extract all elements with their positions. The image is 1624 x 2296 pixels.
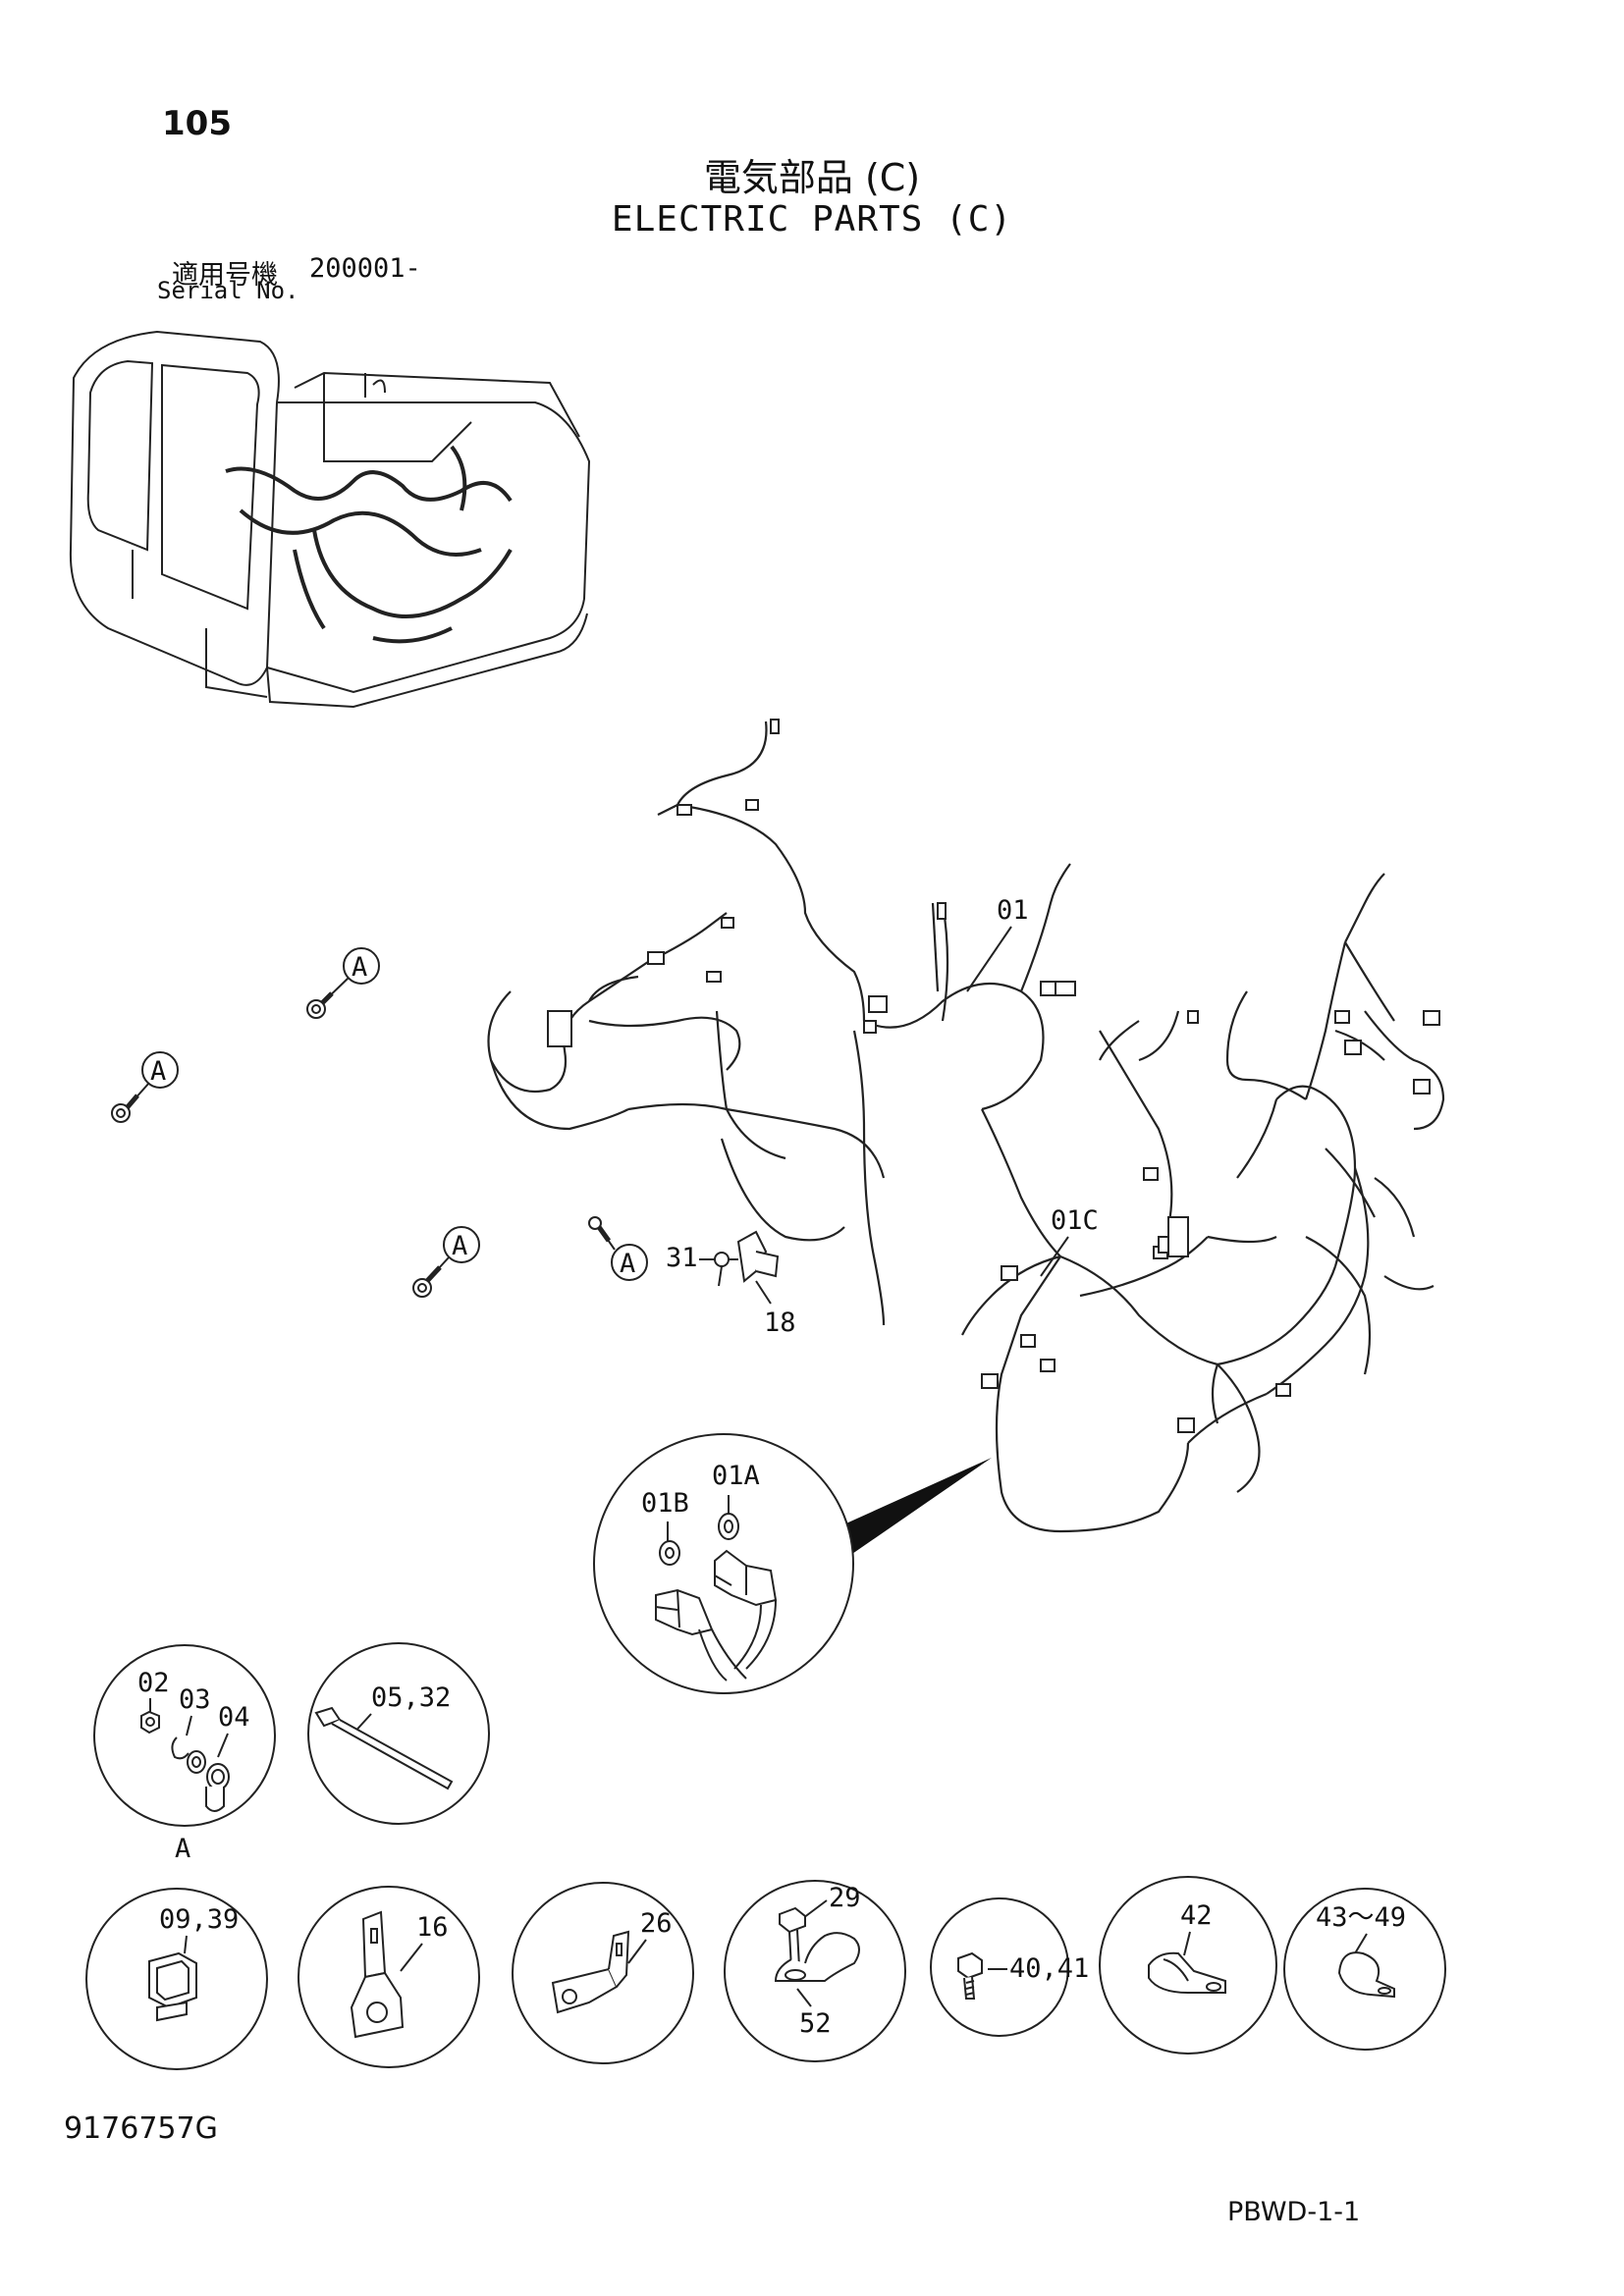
detail-01a-01b: 01B 01A	[593, 1433, 992, 1694]
view-a-label: A	[175, 1834, 190, 1864]
detail-circle-clamp-42: 42	[1099, 1876, 1277, 2055]
serial-number-range: 200001-	[309, 253, 421, 284]
machine-overview-illustration	[69, 330, 591, 709]
svg-text:A: A	[452, 1231, 467, 1261]
callout-part-18: 18	[764, 1308, 796, 1338]
callout-part-40-41: 40,41	[1009, 1953, 1089, 1984]
detail-circle-bracket-26: 26	[512, 1882, 694, 2064]
callout-part-05-32: 05,32	[371, 1682, 451, 1713]
callout-part-01a: 01A	[712, 1461, 760, 1491]
callout-part-42: 42	[1180, 1900, 1213, 1931]
callout-part-09-39: 09,39	[159, 1904, 239, 1935]
callout-part-02: 02	[137, 1668, 170, 1698]
callout-part-31: 31	[666, 1243, 698, 1273]
detail-circle-a-washers: 02 03 04 A	[93, 1644, 276, 1864]
detail-circle-cable-tie: 05,32	[307, 1642, 490, 1825]
svg-text:A: A	[620, 1249, 635, 1279]
detail-circle-bolt-40-41: 40,41	[930, 1897, 1089, 2037]
callout-part-01: 01	[997, 895, 1029, 926]
callout-part-29: 29	[829, 1883, 861, 1913]
harness-connectors	[547, 719, 1440, 1433]
page-title: ELECTRIC PARTS (C)	[611, 199, 1013, 240]
view-a-marker-1: A	[306, 947, 380, 1019]
callout-part-01b: 01B	[641, 1488, 689, 1519]
callout-part-43-49: 43～49	[1316, 1902, 1406, 1933]
callout-part-26: 26	[640, 1908, 673, 1939]
callout-part-01c: 01C	[1051, 1205, 1099, 1236]
drawing-number: 9176757G	[64, 2111, 218, 2146]
svg-text:A: A	[352, 952, 367, 983]
callout-part-03: 03	[179, 1684, 211, 1715]
callout-part-04: 04	[218, 1702, 250, 1733]
serial-label-japanese: 適用号機	[172, 260, 278, 291]
detail-circle-bracket-16: 16	[298, 1886, 480, 2068]
svg-text:A: A	[150, 1056, 166, 1087]
detail-circle-clamp-29-52: 29 52	[724, 1880, 906, 2062]
serial-label: Serial No.	[157, 277, 299, 304]
callout-part-52: 52	[799, 2008, 832, 2039]
bracket-18-part	[718, 1230, 780, 1287]
bolt-31-part	[714, 1252, 738, 1267]
page-title-japanese: 電気部品 (C)	[703, 156, 921, 199]
view-a-marker-4: A	[412, 1226, 480, 1298]
main-wire-harness	[487, 721, 1445, 1533]
page-number: 105	[162, 104, 232, 143]
view-a-marker-3: A	[588, 1216, 648, 1281]
page-code: PBWD-1-1	[1227, 2197, 1361, 2227]
view-a-marker-2: A	[111, 1051, 179, 1123]
detail-circle-clip-09-39: 09,39	[85, 1888, 268, 2070]
callout-part-16: 16	[416, 1912, 449, 1943]
detail-circle-clamp-43-49: 43～49	[1283, 1888, 1446, 2051]
